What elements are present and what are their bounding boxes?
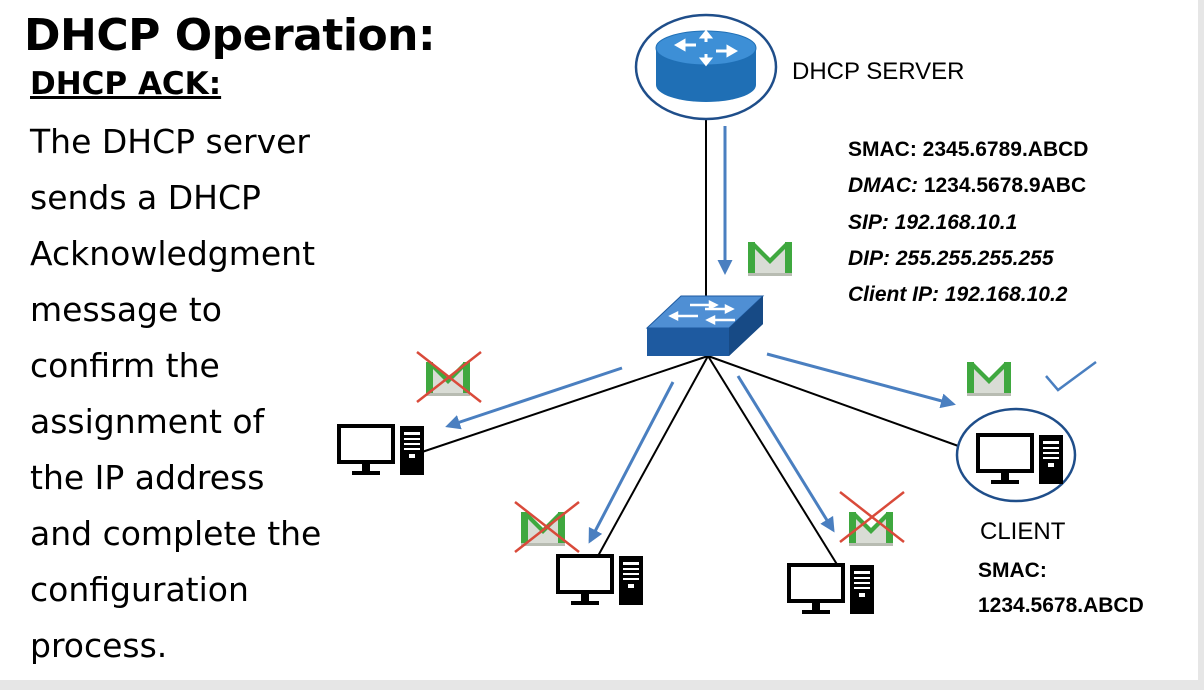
body-line: process. [30,626,168,665]
checkmark-icon [1045,360,1097,392]
arrow-to-client [766,352,956,409]
client-label: CLIENT [980,518,1066,545]
envelope-icon [748,242,792,276]
subtitle: DHCP ACK: [30,66,222,102]
info-dmac: DMAC: 1234.5678.9ABC [848,174,1087,197]
info-sip: SIP: 192.168.10.1 [848,211,1018,234]
link-switch-pc3 [707,355,839,567]
body-line: assignment of [30,402,265,441]
body-line: configuration [30,570,249,609]
link-switch-pc1 [421,355,709,453]
body-line: the IP address [30,458,265,497]
body-line: and complete the [30,514,322,553]
server-label: DHCP SERVER [792,58,965,85]
body-line: Acknowledgment [30,234,316,273]
link-switch-pc2 [597,355,709,557]
switch-icon [645,295,765,356]
info-client-ip: Client IP: 192.168.10.2 [848,283,1068,306]
body-line: message to [30,290,222,329]
client-smac-value: 1234.5678.ABCD [978,594,1144,617]
client-smac-key: SMAC: [978,559,1047,582]
computer-icon [337,424,424,475]
envelope-icon [967,362,1011,396]
info-smac: SMAC: 2345.6789.ABCD [848,138,1089,161]
router-icon [634,13,778,121]
arrow-to-pc2 [588,381,675,544]
info-dip: DIP: 255.255.255.255 [848,247,1054,270]
arrow-to-pc1 [445,366,623,430]
link-switch-client [707,355,976,453]
body-line: confirm the [30,346,220,385]
page-title: DHCP Operation: [24,10,436,61]
body-line: The DHCP server [30,122,310,161]
computer-icon [556,554,643,605]
computer-icon [787,563,874,614]
body-line: sends a DHCP [30,178,261,217]
arrow-to-pc3 [736,375,835,533]
